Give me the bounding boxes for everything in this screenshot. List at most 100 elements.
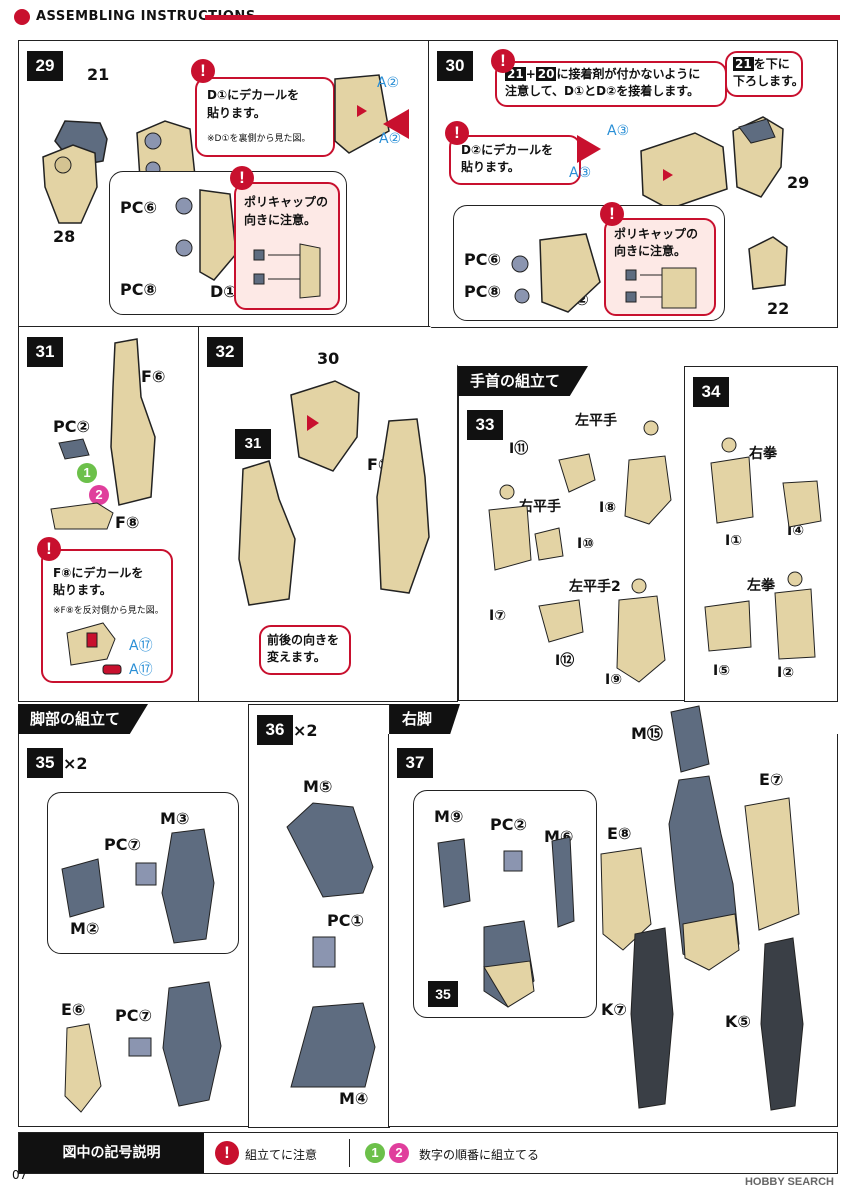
step-32-panel: 32 30 31 F⑩ 前後の向きを 変えます。 [198, 326, 458, 702]
decal-a17-label-2: A⑰ [129, 662, 153, 678]
order-badge-1: 1 [77, 463, 97, 483]
part-35-badge: 35 [428, 981, 458, 1007]
step-number: 35 [27, 748, 63, 778]
right-fist-label: 右拳 [749, 446, 777, 462]
left-fist-label: 左拳 [747, 578, 775, 594]
symbol-legend: 図中の記号説明 ! 組立てに注意 1 2 数字の順番に組立てる [18, 1132, 838, 1174]
pc2-label: PC② [53, 417, 91, 436]
part-30-label: 30 [317, 349, 340, 368]
callout-text-line-2: 貼ります。 [461, 160, 520, 174]
step-31-panel: 31 F⑥ PC② 1 2 F⑧ F⑧にデカールを 貼ります。 ※F⑧を反対側か… [18, 326, 200, 702]
step-37-subassembly-box: M⑨ PC② M⑥ 35 [413, 790, 597, 1018]
callout-text-line-2: 変えます。 [267, 650, 326, 664]
part-20-badge: 20 [535, 67, 557, 81]
m4-label: M④ [339, 1089, 369, 1108]
m9-pc2-m6-illustration [437, 836, 575, 1008]
d2-assembly-illustration [640, 132, 728, 210]
m15-part-illustration [670, 705, 710, 773]
pc6-label: PC⑥ [464, 250, 502, 269]
page-title: ASSEMBLING INSTRUCTIONS [36, 9, 256, 24]
left-flat-hand-label: 左平手 [575, 413, 617, 429]
i12-label: I⑫ [555, 653, 575, 669]
polycap-callout: ポリキャップの 向きに注意。 [234, 182, 340, 310]
pc8-label: PC⑧ [120, 280, 158, 299]
decal-a17-label-1: A⑰ [129, 638, 153, 654]
pc2-label: PC② [490, 815, 528, 834]
caution-icon: ! [215, 1141, 239, 1165]
legend-divider [349, 1139, 350, 1167]
part-22-label: 22 [767, 299, 790, 318]
pc8-label: PC⑧ [464, 282, 502, 301]
part-29-label: 29 [787, 173, 810, 192]
step-number: 29 [27, 51, 63, 81]
caution-icon: ! [37, 537, 61, 561]
decal-callout-d2: D②にデカールを 貼ります。 [449, 135, 581, 185]
callout-text-line-1: F⑧にデカールを [53, 566, 144, 580]
k7-label: K⑦ [601, 1000, 627, 1019]
part-31-illustration [238, 460, 296, 606]
m2-label: M② [70, 919, 100, 938]
section-tab-wrist: 手首の組立て [458, 366, 589, 396]
callout-text-line-1: D①にデカールを [207, 88, 300, 102]
e7-part-illustration [744, 797, 800, 931]
caution-icon: ! [491, 49, 515, 73]
step-number: 37 [397, 748, 433, 778]
k5-label: K⑤ [725, 1012, 751, 1031]
fist-parts-illustration [704, 437, 822, 660]
decal-a3-label-2: A③ [569, 165, 592, 181]
legend-title: 図中の記号説明 [19, 1133, 204, 1173]
order-badge-1: 1 [365, 1143, 385, 1163]
down-text-1: を下に [753, 57, 790, 71]
decal-arrow-icon [383, 109, 409, 139]
step-36-panel: 36 ×2 M⑤ PC① M④ [248, 704, 390, 1128]
caution-icon: ! [230, 166, 254, 190]
pc6-label: PC⑥ [120, 198, 158, 217]
m5-label: M⑤ [303, 777, 333, 796]
m9-label: M⑨ [434, 807, 464, 826]
e6-label: E⑥ [61, 1000, 86, 1019]
decal-callout-d1: D①にデカールを 貼ります。 ※D①を裏側から見た図。 [195, 77, 335, 157]
callout-text-line-2: 向きに注意。 [614, 244, 687, 258]
part-29-illustration [732, 116, 784, 198]
glue-text-1: に接着剤が付かないように [556, 67, 701, 81]
brand-logo-icon [14, 9, 30, 25]
callout-text-line-1: D②にデカールを [461, 143, 554, 157]
order-badge-2: 2 [389, 1143, 409, 1163]
pc2-part-illustration [58, 438, 90, 460]
part-28-illustration [42, 144, 98, 224]
caution-icon: ! [445, 121, 469, 145]
callout-text-line-2: 向きに注意。 [244, 213, 317, 227]
e6-assembly-illustration [64, 981, 222, 1113]
d2-part-illustration [511, 233, 601, 313]
pc1-label: PC① [327, 911, 365, 930]
i7-label: I⑦ [489, 608, 507, 624]
i10-label: I⑩ [577, 536, 595, 552]
step-35-subassembly-box: M③ PC⑦ M② [47, 792, 239, 954]
m15-label: M⑮ [631, 724, 663, 743]
pc7-label-2: PC⑦ [115, 1006, 153, 1025]
caution-icon: ! [191, 59, 215, 83]
step-number: 33 [467, 410, 503, 440]
step-number: 30 [437, 51, 473, 81]
decal-a3-label-1: A③ [607, 123, 630, 139]
step-number: 32 [207, 337, 243, 367]
step-33-panel: 33 左平手 右平手 左平手2 I⑪ I⑧ I⑩ I⑦ I⑫ I⑨ [458, 396, 686, 701]
order-badge-2: 2 [89, 485, 109, 505]
page-number: 07 [12, 1168, 28, 1182]
quantity-label: ×2 [63, 754, 88, 773]
f8-label: F⑧ [115, 513, 140, 532]
step-number: 31 [27, 337, 63, 367]
step-number: 34 [693, 377, 729, 407]
callout-note: ※D①を裏側から見た図。 [207, 134, 311, 144]
polycap-callout: ポリキャップの 向きに注意。 [604, 218, 716, 316]
f6-part-illustration [110, 338, 156, 506]
step-number: 36 [257, 715, 293, 745]
quantity-label: ×2 [293, 721, 318, 740]
legend-caution-text: 組立てに注意 [245, 1148, 318, 1162]
decal-arrow-icon [577, 135, 601, 163]
callout-text-line-2: 下ろします。 [733, 74, 804, 88]
f10-part-illustration [376, 418, 430, 594]
